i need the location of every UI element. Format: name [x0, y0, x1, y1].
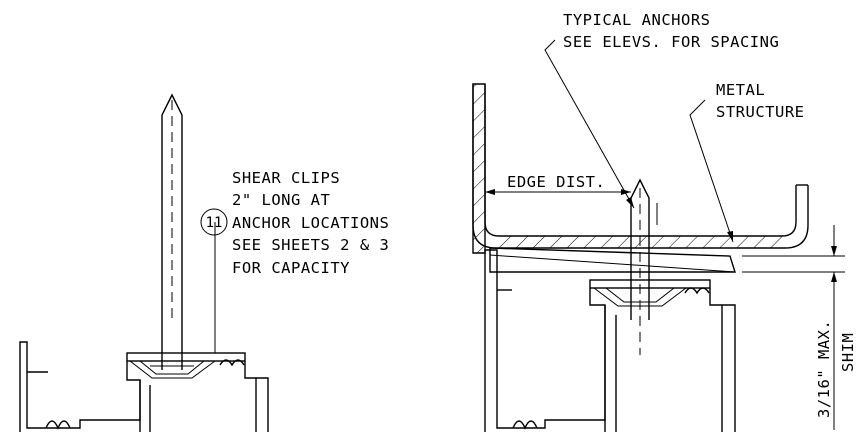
- callout-number: 11: [206, 215, 223, 231]
- edge-distance-dimension: EDGE DIST.: [485, 173, 631, 195]
- structure-note-line-2: STRUCTURE: [716, 103, 805, 121]
- edge-distance-label: EDGE DIST.: [507, 173, 605, 191]
- right-anchor-bolt: [630, 178, 658, 355]
- shim-max-label: 3/16" MAX.: [815, 320, 833, 418]
- left-anchor-bolt: [161, 93, 183, 370]
- callout-bubble: [200, 208, 228, 236]
- anchors-note-line-2: SEE ELEVS. FOR SPACING: [563, 33, 779, 51]
- note-line-4: SEE SHEETS 2 & 3: [232, 236, 389, 254]
- structure-note-line-1: METAL: [716, 81, 765, 99]
- right-shear-clip: [589, 279, 711, 307]
- left-shear-clip: [126, 352, 246, 379]
- anchors-note-line-1: TYPICAL ANCHORS: [563, 11, 710, 29]
- typical-anchors-note: TYPICAL ANCHORS SEE ELEVS. FOR SPACING: [544, 11, 779, 209]
- right-detail: EDGE DIST. TYPICAL ANCHORS SEE ELEVS. FO…: [472, 11, 857, 432]
- metal-structure-note: METAL STRUCTURE: [689, 81, 805, 243]
- note-line-5: FOR CAPACITY: [232, 259, 350, 277]
- shim-label: SHIM: [839, 333, 857, 372]
- left-frame-extrusion: [19, 341, 269, 432]
- shim-dimension: 3/16" MAX. SHIM: [742, 225, 857, 430]
- note-line-2: 2" LONG AT: [232, 191, 330, 209]
- left-callout: 11 SHEAR CLIPS 2" LONG AT ANCHOR LOCATIO…: [200, 169, 389, 353]
- note-line-1: SHEAR CLIPS: [232, 169, 340, 187]
- right-frame-extrusion: [484, 249, 736, 432]
- note-line-3: ANCHOR LOCATIONS: [232, 214, 389, 232]
- left-detail: 11 SHEAR CLIPS 2" LONG AT ANCHOR LOCATIO…: [19, 93, 389, 432]
- shim: [489, 247, 736, 273]
